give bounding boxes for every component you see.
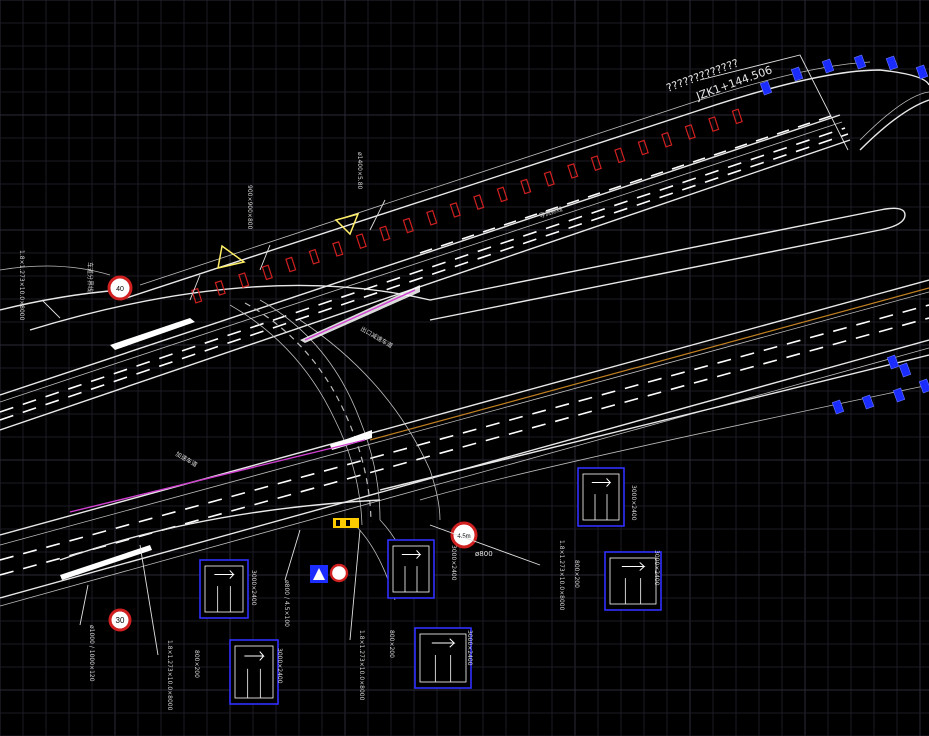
warn-spec: 900×900×800 [246,185,253,230]
crash-barriers [191,108,743,304]
barrier-block [708,116,720,133]
pole-spec: 1.8×1.273×10.0×8000 [558,540,565,611]
direction-sign-panel[interactable] [577,467,625,527]
sign-dim: 3000×2400 [276,648,283,684]
warn-spec: ø1000 / 1000×120 [88,625,95,682]
lane-dash [503,220,517,226]
speed-sign-label: 30 [116,616,125,625]
lane-dash [671,164,685,170]
lane-dash [713,150,727,156]
barrier-block [308,248,320,265]
barrier-block [214,280,226,296]
barrier-block [684,124,696,140]
direction-sign-panel[interactable] [604,551,662,611]
lane-note: 车道分界线 [86,262,94,292]
delineator-icon [759,80,773,96]
pole-spec: 1.8×1.273×10.0×8000 [18,250,25,321]
sign-dim: 3000×2400 [653,550,660,586]
post-size: 800×200 [193,650,200,678]
barrier-block [402,217,414,234]
lane-dash [587,192,601,198]
lane-dash [482,227,496,233]
direction-sign-panel[interactable] [229,639,279,705]
barrier-block [449,202,461,218]
lane-dash [419,248,433,254]
mainline-road [0,61,929,607]
warning-triangle-icon[interactable] [217,212,360,583]
barrier-block [473,194,485,211]
direction-sign-panel[interactable] [199,559,249,619]
delineator-icon [831,399,845,415]
leader-lines [41,54,849,656]
barrier-block [261,264,273,281]
direction-sign-panel[interactable] [414,627,472,689]
lane-dash [755,136,769,142]
barrier-block [520,178,532,195]
pole-spec: 1.8×1.273×10.0×8000 [166,640,173,711]
delineator-icon [892,387,906,403]
barrier-block [332,241,344,257]
delineator-icon [898,362,912,378]
barrier-block [355,233,367,250]
lane-dash [440,241,454,247]
delineator-icon [853,54,867,70]
lane-markings [419,115,832,254]
barrier-block [661,131,673,148]
speed-sign-label: 40 [116,286,124,293]
barrier-block [731,108,743,125]
lane-dash [608,185,622,191]
speed-limit-icon[interactable]: 40 30 [107,275,349,632]
barrier-block [426,209,438,226]
barrier-block [496,186,508,203]
delineator-icon [790,66,804,82]
lane-note: 加速车道 [174,450,199,469]
post-size: 800×200 [573,560,580,588]
delineator-icon [915,64,929,80]
barrier-block [614,147,626,164]
sign-dim: 3000×2400 [466,630,473,666]
lane-dash [818,115,832,121]
lane-dash [524,213,538,219]
lane-dash [797,122,811,128]
delineator-icon [861,394,875,410]
pole-spec: 1.8×1.273×10.0×8000 [358,630,365,701]
delineator-icon [885,55,899,71]
lane-dash [692,157,706,163]
lane-dash [776,129,790,135]
delineator-icon [886,354,900,370]
barrier-block [379,225,391,242]
barrier-block [191,287,203,304]
sign-dim: 3000×2400 [250,570,257,606]
barrier-block [567,163,579,179]
direction-sign-panel[interactable] [387,539,435,599]
barrier-block [285,256,297,273]
gore-chevrons [60,285,420,580]
sign-dim: 3000×2400 [450,545,457,581]
annotation-labels: ????????????? JZK1+144.506 3000×2400 300… [18,57,774,711]
lane-dash [545,206,559,212]
lane-direction-sign-icon[interactable] [199,467,662,705]
barrier-block [238,272,250,289]
lane-dash [629,178,643,184]
barrier-block [590,155,602,172]
lane-note: 出口减速车道 [359,325,394,350]
delineator-posts [759,54,929,415]
lane-dash [650,171,664,177]
post-size: 800×200 [388,630,395,658]
height-limit-icon[interactable]: 4.5m ø800 [450,521,493,558]
sign-dim: 3000×2400 [630,485,637,521]
height-note: ø800 [475,550,493,558]
warn-spec: ø1400×5.80 [356,152,363,190]
warn-spec: ø800 / 4.5×100 [283,580,290,627]
lane-dash [734,143,748,149]
lane-dash [461,234,475,240]
lane-dash [566,199,580,205]
barrier-block [637,139,649,156]
barrier-block [543,170,555,187]
delineator-icon [821,58,835,74]
